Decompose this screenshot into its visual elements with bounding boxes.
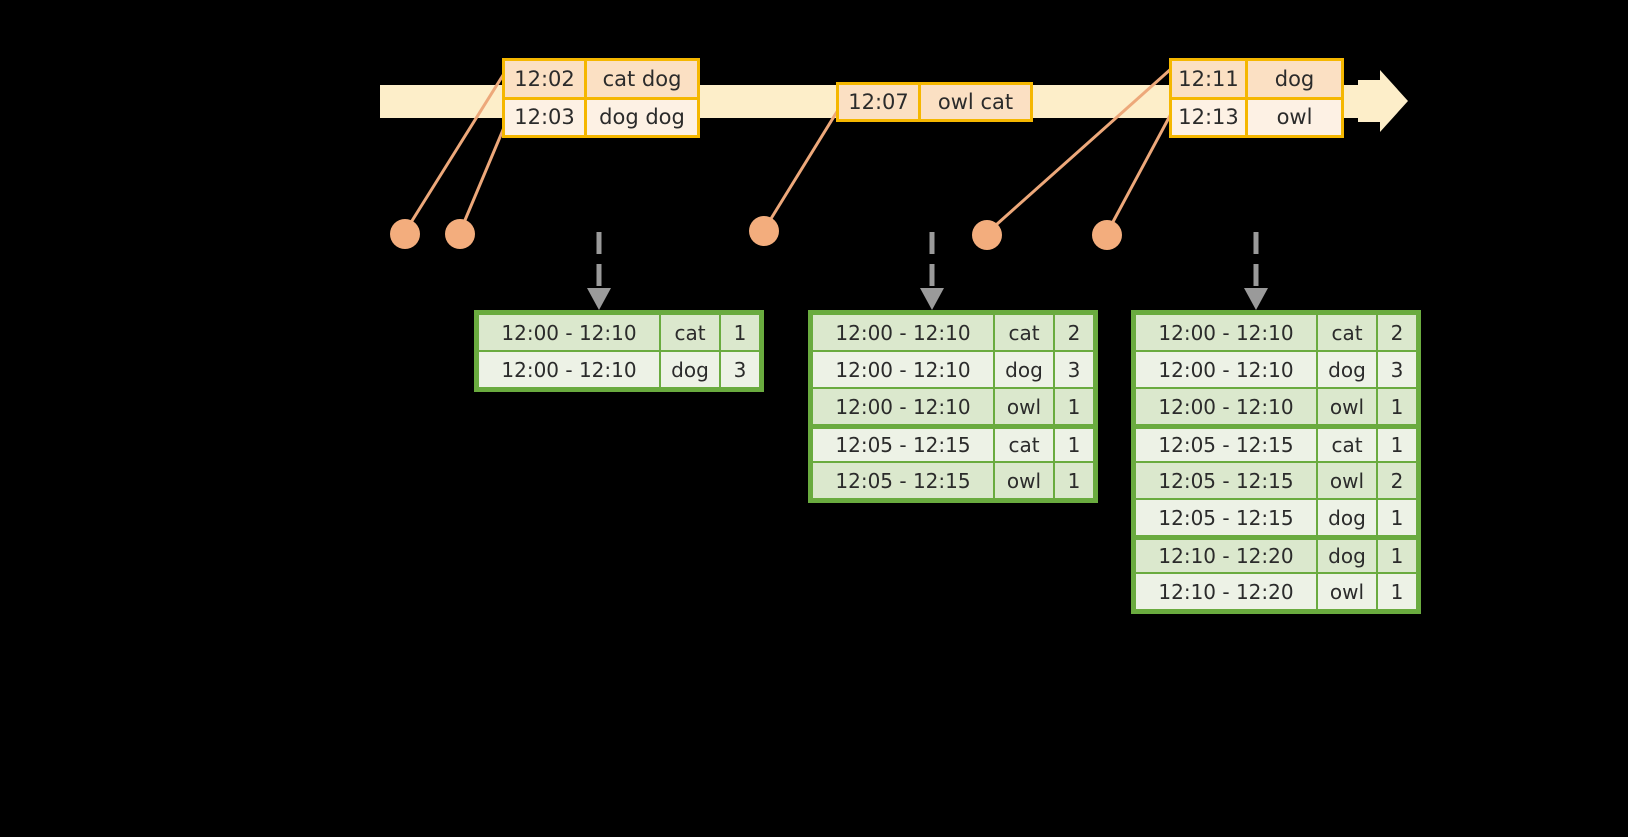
cell-window: 12:00 - 12:10	[479, 315, 659, 350]
cell-count: 2	[1378, 463, 1416, 498]
cell-window: 12:00 - 12:10	[813, 389, 993, 424]
cell-key: owl	[1318, 389, 1376, 424]
event-box-group-2[interactable]: 12:07 owl cat	[836, 82, 1033, 122]
cell-count: 2	[1378, 315, 1416, 350]
connector-line-2	[458, 117, 510, 233]
cell-window: 12:05 - 12:15	[1136, 429, 1316, 461]
cell-key: dog	[1318, 540, 1376, 572]
event-time: 12:03	[505, 99, 587, 135]
cell-count: 1	[1378, 574, 1416, 609]
event-words: dog dog	[587, 99, 697, 135]
event-words: dog	[1248, 61, 1341, 97]
cell-count: 1	[1378, 540, 1416, 572]
cell-count: 1	[1055, 463, 1093, 498]
cell-window: 12:05 - 12:15	[813, 429, 993, 461]
event-words: owl	[1248, 99, 1341, 135]
down-arrow-2	[920, 232, 944, 310]
cell-key: owl	[1318, 574, 1376, 609]
cell-count: 1	[1055, 389, 1093, 424]
connector-dot-5	[1092, 220, 1122, 250]
event-words: owl cat	[921, 85, 1030, 119]
event-time: 12:07	[839, 85, 921, 119]
connector-dot-3	[749, 216, 779, 246]
cell-key: dog	[1318, 352, 1376, 387]
cell-window: 12:00 - 12:10	[813, 352, 993, 387]
connector-line-5	[1105, 111, 1174, 234]
cell-window: 12:00 - 12:10	[813, 315, 993, 350]
connector-dot-2	[445, 219, 475, 249]
cell-count: 2	[1055, 315, 1093, 350]
cell-key: cat	[1318, 429, 1376, 461]
cell-window: 12:05 - 12:15	[813, 463, 993, 498]
cell-count: 3	[1055, 352, 1093, 387]
cell-count: 1	[1378, 429, 1416, 461]
event-row: 12:13 owl	[1172, 96, 1341, 135]
cell-key: cat	[995, 315, 1053, 350]
cell-window: 12:10 - 12:20	[1136, 574, 1316, 609]
connector-line-1	[403, 71, 507, 233]
cell-window: 12:00 - 12:10	[1136, 389, 1316, 424]
event-box-group-3[interactable]: 12:11 dog 12:13 owl	[1169, 58, 1344, 138]
timeline-arrowhead	[1358, 70, 1408, 132]
event-row: 12:02 cat dog	[505, 61, 697, 97]
connector-dot-4	[972, 220, 1002, 250]
cell-window: 12:10 - 12:20	[1136, 540, 1316, 572]
event-row: 12:03 dog dog	[505, 96, 697, 135]
cell-window: 12:00 - 12:10	[479, 352, 659, 387]
connector-line-3	[762, 109, 840, 231]
cell-count: 3	[1378, 352, 1416, 387]
cell-count: 1	[1378, 389, 1416, 424]
cell-key: owl	[1318, 463, 1376, 498]
cell-count: 1	[1378, 500, 1416, 535]
cell-key: cat	[995, 429, 1053, 461]
cell-key: owl	[995, 463, 1053, 498]
event-row: 12:11 dog	[1172, 61, 1341, 97]
down-arrow-3	[1244, 232, 1268, 310]
connector-dot-1	[390, 219, 420, 249]
cell-window: 12:05 - 12:15	[1136, 500, 1316, 535]
event-time: 12:02	[505, 61, 587, 97]
event-words: cat dog	[587, 61, 697, 97]
cell-count: 1	[721, 315, 759, 350]
cell-window: 12:00 - 12:10	[1136, 352, 1316, 387]
cell-window: 12:05 - 12:15	[1136, 463, 1316, 498]
cell-key: dog	[661, 352, 719, 387]
cell-count: 3	[721, 352, 759, 387]
event-time: 12:13	[1172, 99, 1248, 135]
connector-lines	[403, 66, 1174, 235]
cell-key: cat	[1318, 315, 1376, 350]
cell-count: 1	[1055, 429, 1093, 461]
cell-key: dog	[995, 352, 1053, 387]
down-arrow-1	[587, 232, 611, 310]
cell-key: dog	[1318, 500, 1376, 535]
event-time: 12:11	[1172, 61, 1248, 97]
event-row: 12:07 owl cat	[839, 85, 1030, 119]
cell-key: owl	[995, 389, 1053, 424]
cell-window: 12:00 - 12:10	[1136, 315, 1316, 350]
connector-line-4	[986, 66, 1173, 235]
cell-key: cat	[661, 315, 719, 350]
event-box-group-1[interactable]: 12:02 cat dog 12:03 dog dog	[502, 58, 700, 138]
